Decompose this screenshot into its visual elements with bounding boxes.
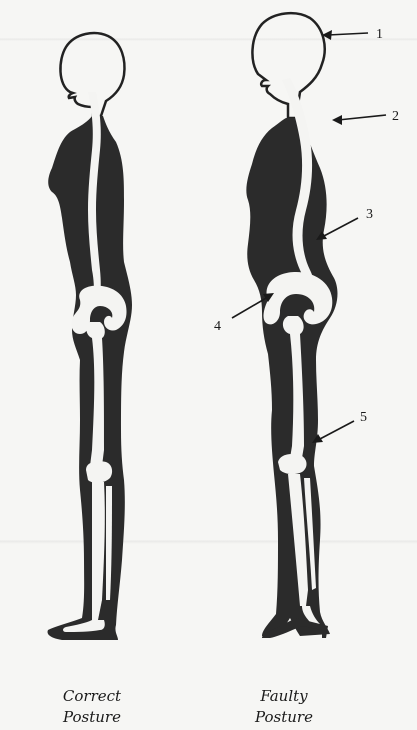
correct-posture-figure	[48, 33, 132, 640]
caption-correct-posture: Correct Posture	[37, 686, 147, 728]
callout-2-line	[338, 115, 386, 120]
callout-1: 1	[322, 27, 383, 42]
callout-1-line	[328, 33, 368, 35]
callout-2: 2	[332, 109, 399, 125]
callout-3-line	[322, 218, 358, 237]
callout-5: 5	[312, 410, 367, 443]
callout-2-number: 2	[392, 109, 399, 124]
faulty-body-silhouette	[246, 118, 337, 636]
callout-3-number: 3	[366, 207, 373, 222]
callout-5-line	[318, 421, 354, 440]
faulty-knee	[278, 454, 307, 474]
caption-faulty-line2: Posture	[229, 707, 339, 728]
faulty-posture-figure	[246, 13, 337, 638]
callout-2-arrowhead	[332, 115, 342, 125]
faulty-head-outline	[252, 13, 324, 118]
callout-5-number: 5	[360, 410, 367, 425]
callout-1-number: 1	[376, 27, 383, 42]
caption-faulty-posture: Faulty Posture	[229, 686, 339, 728]
caption-correct-line1: Correct	[37, 686, 147, 707]
callout-4-number: 4	[214, 319, 221, 334]
caption-faulty-line1: Faulty	[229, 686, 339, 707]
caption-correct-line2: Posture	[37, 707, 147, 728]
